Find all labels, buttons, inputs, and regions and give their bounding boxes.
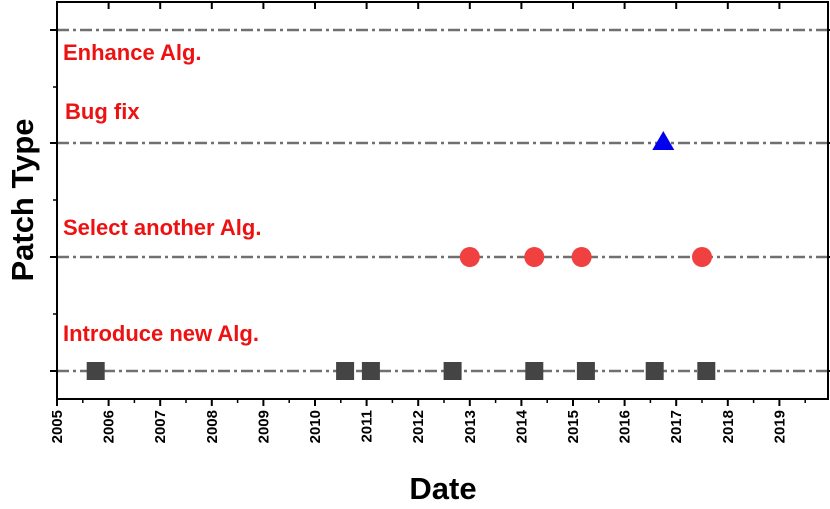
- data-markers: [86, 131, 716, 380]
- category-label-enhance: Enhance Alg.: [63, 40, 202, 65]
- x-tick-label: 2016: [617, 410, 634, 443]
- category-label-bug-fix: Bug fix: [65, 99, 140, 124]
- x-tick-label: 2009: [255, 410, 272, 443]
- y-axis-title: Patch Type: [5, 118, 40, 281]
- marker-circle-3: [692, 247, 712, 267]
- x-tick-label: 2018: [720, 410, 737, 443]
- axes: 2005 2006 2007 2008 2009 2010 2011 2012 2013 2014…: [49, 2, 830, 443]
- marker-square-6: [645, 362, 664, 380]
- category-label-select: Select another Alg.: [63, 215, 261, 240]
- grid-lines: [57, 28, 828, 373]
- category-label-introduce: Introduce new Alg.: [63, 321, 259, 346]
- x-axis-title: Date: [409, 471, 476, 506]
- marker-square-0: [86, 362, 105, 380]
- marker-circle-2: [571, 247, 592, 267]
- x-tick-label: 2005: [49, 410, 66, 443]
- marker-triangle-0: [652, 131, 675, 150]
- category-labels: Enhance Alg. Bug fix Select another Alg.…: [63, 40, 261, 346]
- marker-circle-1: [524, 247, 545, 267]
- x-tick-label: 2008: [204, 410, 221, 443]
- x-tick-label: 2013: [462, 410, 479, 443]
- x-tick-label: 2019: [771, 410, 788, 443]
- marker-square-2: [361, 362, 380, 380]
- marker-square-4: [525, 362, 544, 380]
- marker-square-1: [336, 362, 355, 380]
- x-tick-label: 2007: [152, 410, 169, 443]
- x-tick-label: 2015: [565, 410, 582, 443]
- marker-square-7: [697, 362, 716, 380]
- x-tick-label: 2017: [668, 410, 685, 443]
- x-tick-label: 2012: [410, 410, 427, 443]
- x-tick-label: 2014: [513, 409, 530, 443]
- x-tick-label: 2006: [101, 410, 118, 443]
- marker-square-3: [443, 362, 462, 380]
- x-tick-label: 2011: [359, 410, 376, 443]
- marker-circle-0: [459, 247, 480, 267]
- marker-square-5: [576, 362, 595, 380]
- x-tick-label: 2010: [307, 410, 324, 443]
